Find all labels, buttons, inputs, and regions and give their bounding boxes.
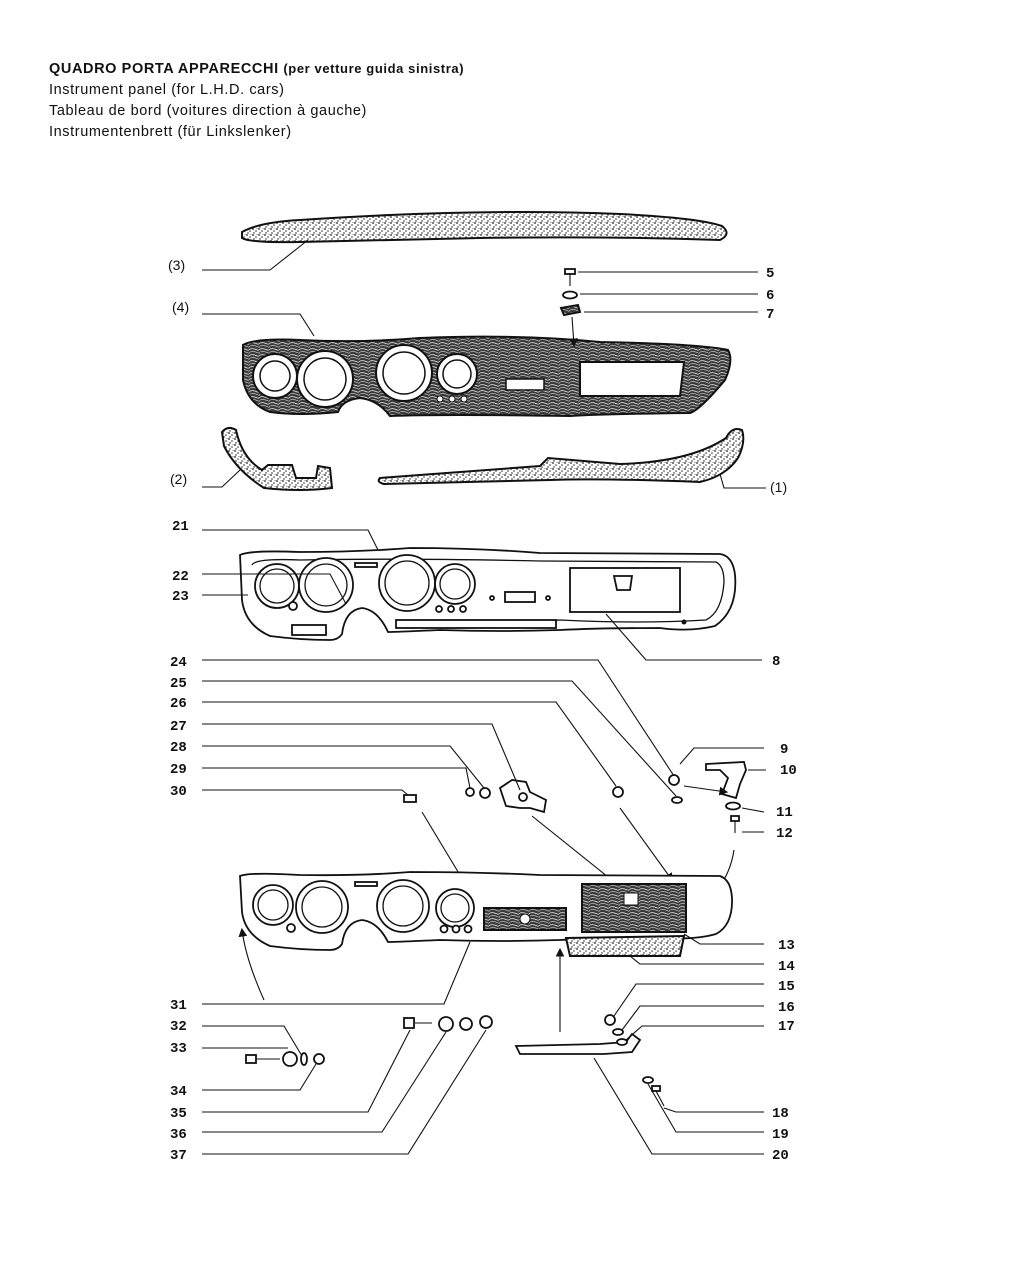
callout-27: 27 [170, 719, 187, 735]
callout-15: 15 [778, 979, 795, 995]
leader-lines [202, 239, 766, 1155]
parts-9-12-latch-hardware [668, 761, 747, 833]
callout-1: (1) [770, 479, 787, 495]
callout-36: 36 [170, 1127, 187, 1143]
final-panel-assembly [238, 871, 733, 1001]
callout-16: 16 [778, 1000, 795, 1016]
callout-18: 18 [772, 1106, 789, 1122]
callout-26: 26 [170, 696, 187, 712]
callout-3: (3) [168, 257, 185, 273]
parts-26-30-hinge-hardware [403, 779, 735, 917]
callout-20: 20 [772, 1148, 789, 1164]
callout-35: 35 [170, 1106, 187, 1122]
callout-13: 13 [778, 938, 795, 954]
title-english: Instrument panel (for L.H.D. cars) [49, 82, 285, 98]
callout-14: 14 [778, 959, 795, 975]
callout-2: (2) [170, 471, 187, 487]
callout-33: 33 [170, 1041, 187, 1057]
part-2-left-padding [220, 426, 334, 491]
panel-frame-assembly [239, 547, 737, 641]
callout-37: 37 [170, 1148, 187, 1164]
callout-23: 23 [172, 589, 189, 605]
callout-6: 6 [766, 288, 774, 304]
part-3-top-padding [241, 211, 728, 244]
callout-34: 34 [170, 1084, 187, 1100]
title-italian: QUADRO PORTA APPARECCHI (per vetture gui… [49, 58, 464, 80]
callout-32: 32 [170, 1019, 187, 1035]
callout-8: 8 [772, 654, 780, 670]
callout-25: 25 [170, 676, 187, 692]
title-french: Tableau de bord (voitures direction à ga… [49, 103, 367, 119]
callout-24: 24 [170, 655, 187, 671]
title-paren: (per vetture guida sinistra) [283, 61, 465, 76]
callout-30: 30 [170, 784, 187, 800]
callout-11: 11 [776, 805, 793, 821]
title-german: Instrumentenbrett (für Linkslenker) [49, 124, 292, 140]
callout-labels: (3) (4) (2) (1) 5 6 7 8 9 10 11 12 13 14… [168, 257, 797, 1164]
title-main: QUADRO PORTA APPARECCHI [49, 61, 279, 77]
callout-29: 29 [170, 762, 187, 778]
callout-31: 31 [170, 998, 187, 1014]
callout-17: 17 [778, 1019, 795, 1035]
callout-28: 28 [170, 740, 187, 756]
callout-7: 7 [766, 307, 774, 323]
callout-10: 10 [780, 763, 797, 779]
callout-4: (4) [172, 299, 189, 315]
callout-5: 5 [766, 266, 774, 282]
part-1-right-padding [377, 428, 745, 486]
parts-5-6-7-screw-washer-clip [559, 268, 582, 348]
part-4-wood-panel [242, 335, 732, 418]
parts-32-37-fasteners [245, 1015, 493, 1067]
callout-22: 22 [172, 569, 189, 585]
callout-19: 19 [772, 1127, 789, 1143]
callout-12: 12 [776, 826, 793, 842]
parts-15-20-bracket-hardware [514, 947, 665, 1107]
diagram-header: QUADRO PORTA APPARECCHI (per vetture gui… [49, 58, 464, 143]
callout-21: 21 [172, 519, 189, 535]
callout-9: 9 [780, 742, 788, 758]
